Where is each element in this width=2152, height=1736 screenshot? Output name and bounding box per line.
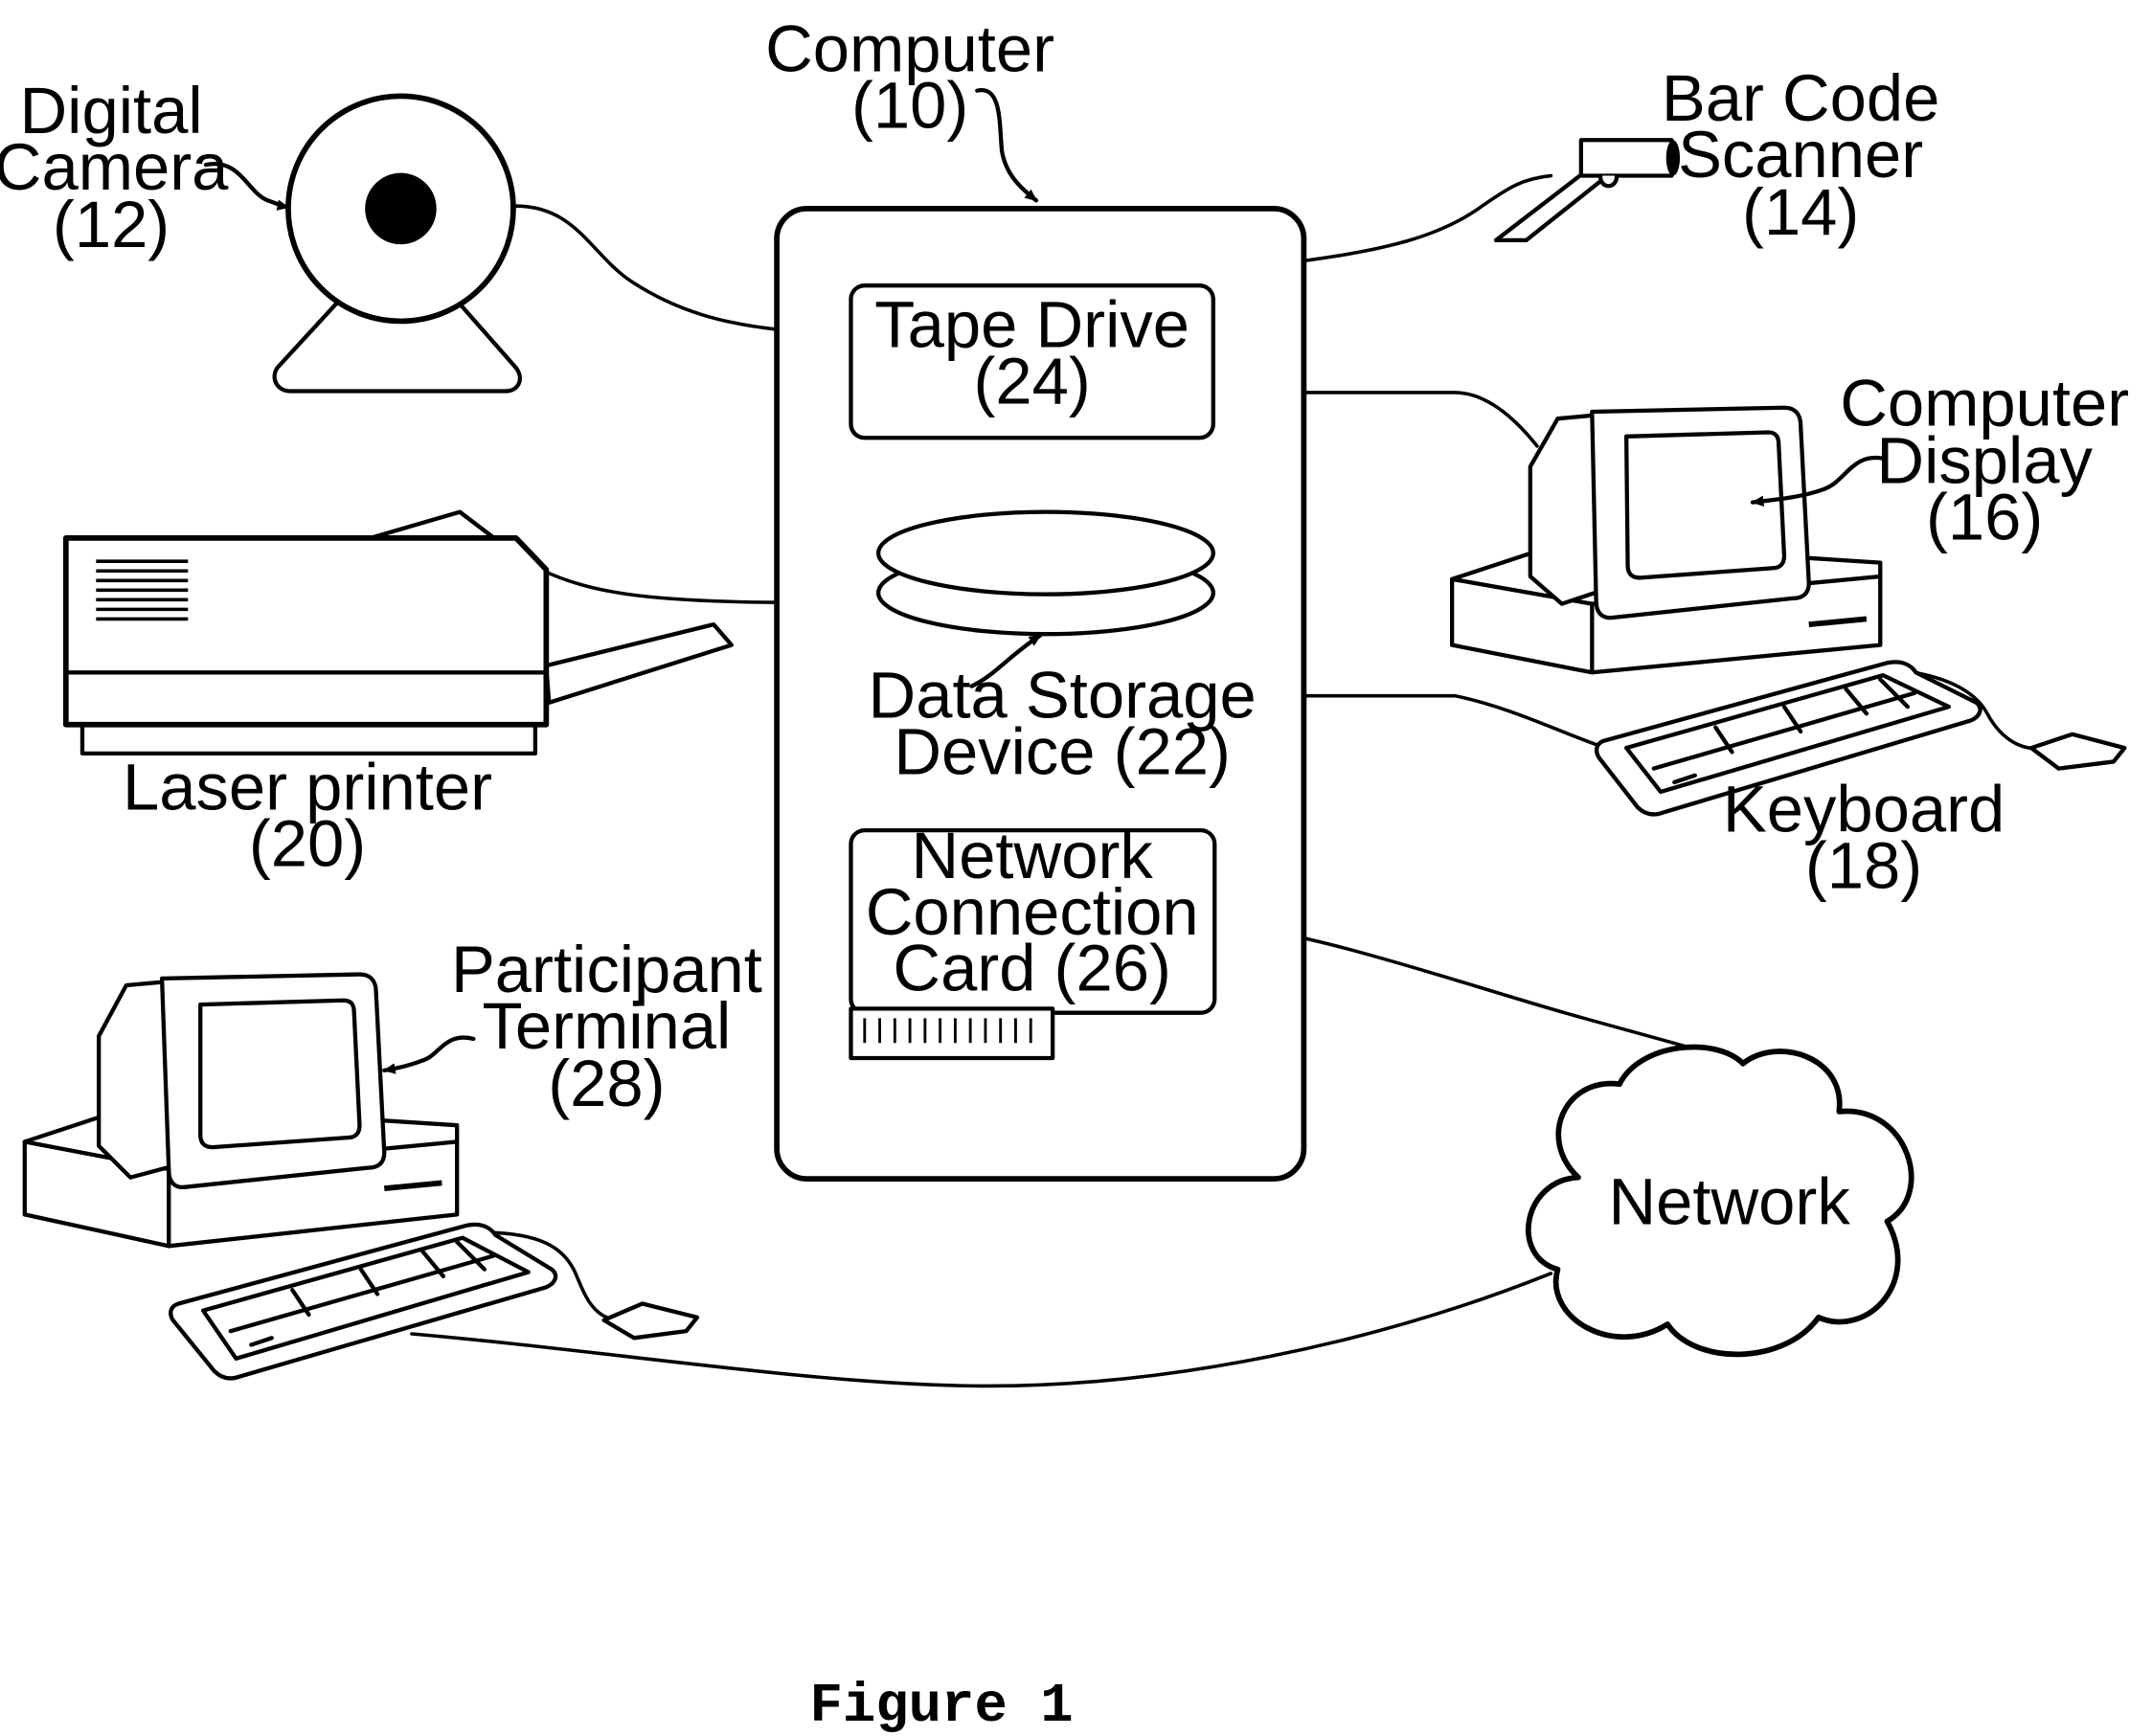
right-keyboard-keys [1623,673,1952,795]
network-card-label-line2: Connection [866,875,1199,949]
scanner-window-icon [1665,140,1681,176]
scanner-label-line2: Scanner [1678,118,1923,192]
scanner-trigger [1597,175,1620,189]
display-label-line3: (16) [1926,480,2043,553]
display-label-line2: Display [1876,424,2093,498]
figure-caption: Figure 1 [809,1676,1073,1736]
storage-disk-upper [875,509,1215,597]
scanner-label-line3: (14) [1742,175,1859,249]
edge-display-computer [1302,391,1539,448]
network-cloud-icon [1525,1044,1914,1358]
computer-label-line2: (10) [851,68,968,142]
tape-drive-label-line1: Tape Drive [874,288,1189,362]
scanner-handle [1493,169,1615,243]
computer-display-screen [1623,430,1787,580]
scanner-head [1578,138,1674,178]
camera-lens-icon [365,172,437,245]
network-card-connector [849,1006,1055,1061]
edge-keyboard-computer [1302,693,1608,750]
scanner-label-line1: Bar Code [1662,61,1940,135]
terminal-mouse-icon [601,1301,700,1341]
network-card-label-line1: Network [912,819,1154,892]
tape-drive-node: Tape Drive (24) [849,283,1215,440]
printer-label-line1: Laser printer [123,751,492,824]
network-card-node: Network Connection Card (26) [849,819,1217,1061]
right-mouse-icon [2028,732,2127,771]
computer-node: Tape Drive (24) Data Storage Device (22) [765,12,1307,1182]
data-storage-label-line2: Device (22) [894,714,1231,788]
camera-label-line3: (12) [53,188,170,261]
participant-terminal-node: Participant Terminal (28) [22,933,762,1381]
terminal-label-line3: (28) [548,1047,665,1120]
printer-base [79,722,538,755]
tape-drive-label-line2: (24) [973,344,1090,417]
printer-body [62,534,550,728]
display-label-line1: Computer [1840,366,2129,440]
terminal-label-line2: Terminal [482,989,731,1063]
printer-paper-in [368,509,497,541]
terminal-drive-slot [383,1180,442,1191]
terminal-screen [198,998,362,1150]
edge-terminal-mouse [478,1230,620,1322]
computer-pointer-arrow [975,88,1039,203]
edge-terminal-network [410,1272,1553,1388]
data-storage-label-line1: Data Storage [869,659,1257,733]
terminal-monitor-back [97,979,174,1180]
display-pointer-arrow [1750,455,1886,507]
edge-printer-computer [538,568,779,604]
camera-label-line2: Camera [0,130,229,204]
edge-camera-computer [512,204,779,331]
camera-stand [272,297,522,394]
camera-pointer-arrow [203,161,291,211]
terminal-label-line1: Participant [451,933,762,1006]
terminal-pointer-arrow [382,1035,476,1074]
data-storage-node: Data Storage Device (22) [869,509,1257,788]
printer-vent-lines [96,559,189,621]
right-drive-slot [1808,616,1868,627]
bar-code-scanner-node: Bar Code Scanner (14) [1493,61,1940,249]
network-label: Network [1609,1164,1851,1238]
printer-paper-tray [544,621,734,705]
edge-scanner-computer [1302,173,1553,263]
network-card-label-line3: Card (26) [893,932,1170,1005]
network-card-pins [863,1018,1032,1044]
computer-label-line1: Computer [765,12,1054,86]
terminal-keyboard-keys [200,1235,531,1361]
network-node: Network [1525,1044,1914,1358]
keyboard-label-line2: (18) [1805,828,1922,902]
keyboard-label-line1: Keyboard [1723,773,2005,846]
printer-label-line2: (20) [249,806,366,880]
digital-camera-node: Digital Camera (12) [0,74,522,394]
edge-keyboard-mouse [1891,667,2048,751]
laser-printer-node: Laser printer (20) [62,509,734,880]
camera-label-line1: Digital [20,74,203,147]
tape-drive-box [849,283,1215,440]
workstation-right: Computer Display (16) Keyboard (18) [1450,366,2129,902]
storage-pointer-arrow [969,633,1043,688]
